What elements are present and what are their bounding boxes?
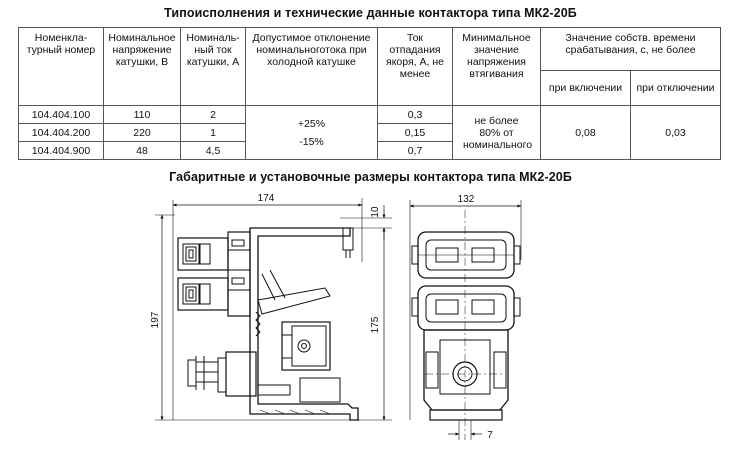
table-title: Типоисполнения и технические данные конт…: [164, 6, 577, 20]
cell-deviation: +25% -15%: [245, 105, 378, 160]
front-view: [409, 200, 522, 440]
specification-table: Номенкла-турный номер Номинальное напряж…: [18, 27, 722, 160]
table-header-row: Номенкла-турный номер Номинальное напряж…: [18, 27, 722, 106]
dim-bottom-small: 7: [487, 430, 493, 441]
header-nomenclature: Номенкла-турный номер: [18, 27, 104, 106]
cell-number: 104.404.900: [18, 141, 104, 160]
dim-top-offset: 10: [370, 206, 381, 218]
table-row: 104.404.100 110 2 +25% -15% 0,3 не более…: [18, 105, 722, 160]
cell-current: 4,5: [180, 141, 246, 160]
side-view: [155, 198, 392, 421]
drawing-title: Габаритные и установочные размеры контак…: [169, 170, 572, 184]
deviation-minus: -15%: [299, 135, 324, 148]
header-on: при включении: [540, 69, 631, 107]
dim-height-total: 197: [150, 311, 161, 328]
header-off: при отключении: [629, 69, 722, 107]
header-min-voltage: Минимальное значение напряжения втягиван…: [452, 27, 541, 106]
cell-min-voltage: не более 80% от номинального: [452, 105, 541, 160]
dim-width-front: 132: [458, 194, 475, 205]
cell-time-on: 0,08: [540, 105, 631, 160]
table-row: 104.404.900 48 4,5 0,7: [18, 141, 721, 160]
deviation-plus: +25%: [297, 117, 326, 130]
dim-width-side: 174: [258, 193, 275, 204]
cell-release: 0,7: [377, 141, 453, 160]
dim-height-mount: 175: [370, 316, 381, 333]
cell-time-off: 0,03: [629, 105, 722, 160]
header-rated-current: Номиналь-ный ток катушки, А: [180, 27, 246, 106]
